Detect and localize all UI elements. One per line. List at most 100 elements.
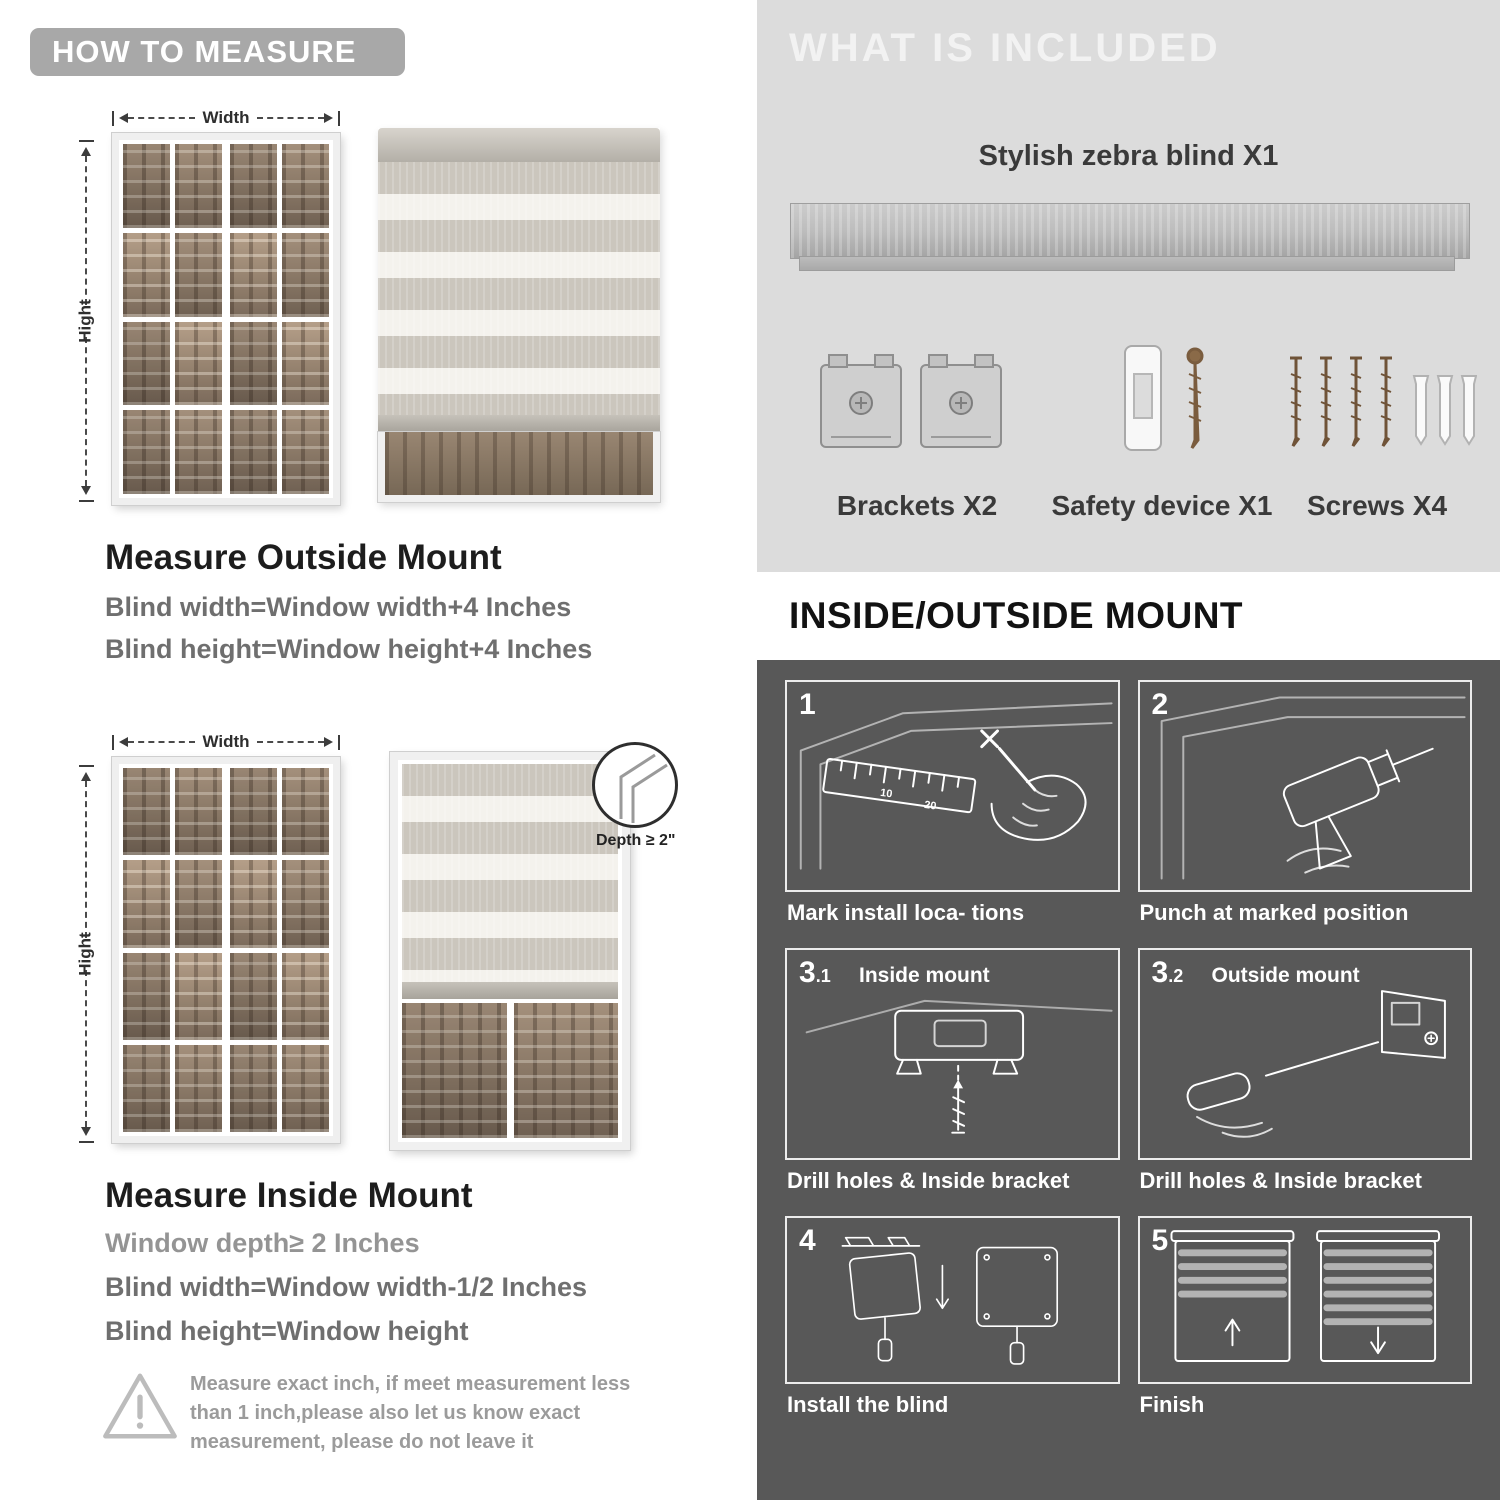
window-sash (230, 144, 329, 494)
step-number: 2 (1151, 688, 1169, 721)
svg-text:10: 10 (880, 787, 894, 801)
arrow-dash (256, 741, 324, 743)
arrow-down-tip (81, 1127, 91, 1141)
inside-mount-line1: Window depth≥ 2 Inches (105, 1228, 420, 1258)
height-label: Hight (76, 299, 95, 343)
width-arrow-inside: Width (112, 732, 340, 752)
outside-bracket-illustration (1186, 990, 1446, 1138)
arrow-dash (85, 156, 87, 305)
mount-step-5: 5 Finish (1137, 1216, 1472, 1432)
what-is-included-section: WHAT IS INCLUDED Stylish zebra blind X1 (757, 0, 1500, 572)
window-illustration-outside (112, 133, 340, 505)
outside-mount-line2: Blind height=Window height+4 Inches (105, 634, 593, 664)
zebra-blind-outside-illustration (378, 128, 660, 502)
height-arrow-outside: Hight (76, 140, 96, 502)
how-to-measure-section: HOW TO MEASURE Width Hight (30, 28, 678, 1453)
mount-steps-section: 1 10 20 (757, 660, 1500, 1500)
mount-title: INSIDE/OUTSIDE MOUNT (789, 595, 1244, 636)
width-label: Width (202, 732, 250, 751)
height-arrow-inside: Hight (76, 765, 96, 1143)
step-3-2-panel: 3.2 Outside mount (1137, 948, 1472, 1160)
outside-mount-line1: Blind width=Window width+4 Inches (105, 592, 572, 622)
zebra-blind-inside-illustration (390, 752, 630, 1150)
window-corner-depth-icon (619, 753, 668, 823)
arrow-dash (85, 970, 87, 1127)
step-5-caption: Finish (1139, 1392, 1205, 1417)
step-3-2-inner-label: Outside mount (1211, 964, 1360, 987)
outside-mount-heading: Measure Outside Mount (105, 538, 502, 577)
step-1-panel: 1 10 20 (785, 680, 1120, 892)
screws-label: Screws X4 (1306, 490, 1448, 521)
mount-step-4: 4 Install the b (785, 1216, 1120, 1432)
arrow-end-tick (78, 1141, 94, 1143)
blind-slats (378, 162, 660, 415)
step-4-caption: Install the blind (787, 1392, 949, 1417)
step-3-1-caption: Drill holes & Inside bracket (787, 1168, 1070, 1193)
step-number: 3.2 (1151, 956, 1184, 989)
mount-step-2: 2 (1137, 680, 1472, 940)
step-3-1-inner-label: Inside mount (859, 964, 990, 987)
step-5-panel: 5 (1137, 1216, 1472, 1384)
step-2-panel: 2 (1137, 680, 1472, 892)
warning-triangle-icon (103, 1373, 177, 1439)
what-is-included-title: WHAT IS INCLUDED (789, 26, 1221, 70)
mark-locations-illustration: 10 20 (799, 702, 1113, 870)
depth-label: Depth ≥ 2" (596, 832, 676, 849)
arrow-dash (85, 337, 87, 486)
arrow-right-tip (324, 113, 338, 123)
how-to-measure-banner: HOW TO MEASURE (30, 28, 405, 76)
width-label: Width (202, 108, 250, 127)
step-2-caption: Punch at marked position (1139, 900, 1409, 925)
step-number: 4 (799, 1224, 816, 1257)
window-glass (402, 999, 618, 1138)
screws-icon (1290, 356, 1477, 447)
arrow-dash (85, 781, 87, 938)
blind-bottom-rail (402, 982, 618, 999)
step-number: 3.1 (799, 956, 831, 989)
arrow-end-tick (78, 500, 94, 502)
height-label: Hight (76, 932, 95, 976)
brackets-label: Brackets X2 (836, 490, 998, 521)
window-illustration-inside (112, 757, 340, 1143)
window-sash (230, 768, 329, 1132)
safety-device-icon (1124, 345, 1204, 451)
arrow-dash (128, 741, 196, 743)
arrow-up-tip (81, 142, 91, 156)
step-number: 5 (1151, 1224, 1169, 1257)
window-sash (123, 768, 222, 1132)
step-3-2-caption: Drill holes & Inside bracket (1139, 1168, 1422, 1193)
arrow-end-tick (112, 734, 114, 750)
arrow-end-tick (338, 734, 340, 750)
arrow-right-tip (324, 737, 338, 747)
svg-text:20: 20 (923, 799, 937, 813)
arrow-end-tick (112, 110, 114, 126)
mount-steps-grid: 1 10 20 (785, 680, 1472, 1432)
install-blind-illustration (841, 1236, 1059, 1365)
depth-detail-circle (592, 742, 678, 828)
mount-step-3-2: 3.2 Outside mount (1137, 948, 1472, 1208)
drill-illustration (1160, 696, 1466, 880)
width-arrow-outside: Width (112, 108, 340, 128)
window-sash (123, 144, 222, 494)
blind-slats (402, 764, 618, 982)
arrow-end-tick (338, 110, 340, 126)
brackets-icon (820, 354, 1002, 448)
mount-title-band: INSIDE/OUTSIDE MOUNT (757, 572, 1500, 660)
zebra-blind-headrail-image (790, 203, 1470, 271)
arrow-left-tip (114, 737, 128, 747)
arrow-dash (256, 117, 324, 119)
arrow-down-tip (81, 486, 91, 500)
step-3-1-panel: 3.1 Inside mount (785, 948, 1120, 1160)
step-4-panel: 4 (785, 1216, 1120, 1384)
zebra-blind-item-label: Stylish zebra blind X1 (978, 140, 1279, 172)
mount-step-1: 1 10 20 (785, 680, 1120, 940)
arrow-end-tick (78, 140, 94, 142)
blind-bottom-rail (378, 415, 660, 432)
inside-mount-heading: Measure Inside Mount (105, 1176, 473, 1215)
inside-mount-line3: Blind height=Window height (105, 1316, 469, 1346)
window-behind-blind (378, 432, 660, 502)
arrow-end-tick (78, 765, 94, 767)
step-number: 1 (799, 688, 816, 721)
safety-device-label: Safety device X1 (1051, 490, 1273, 521)
